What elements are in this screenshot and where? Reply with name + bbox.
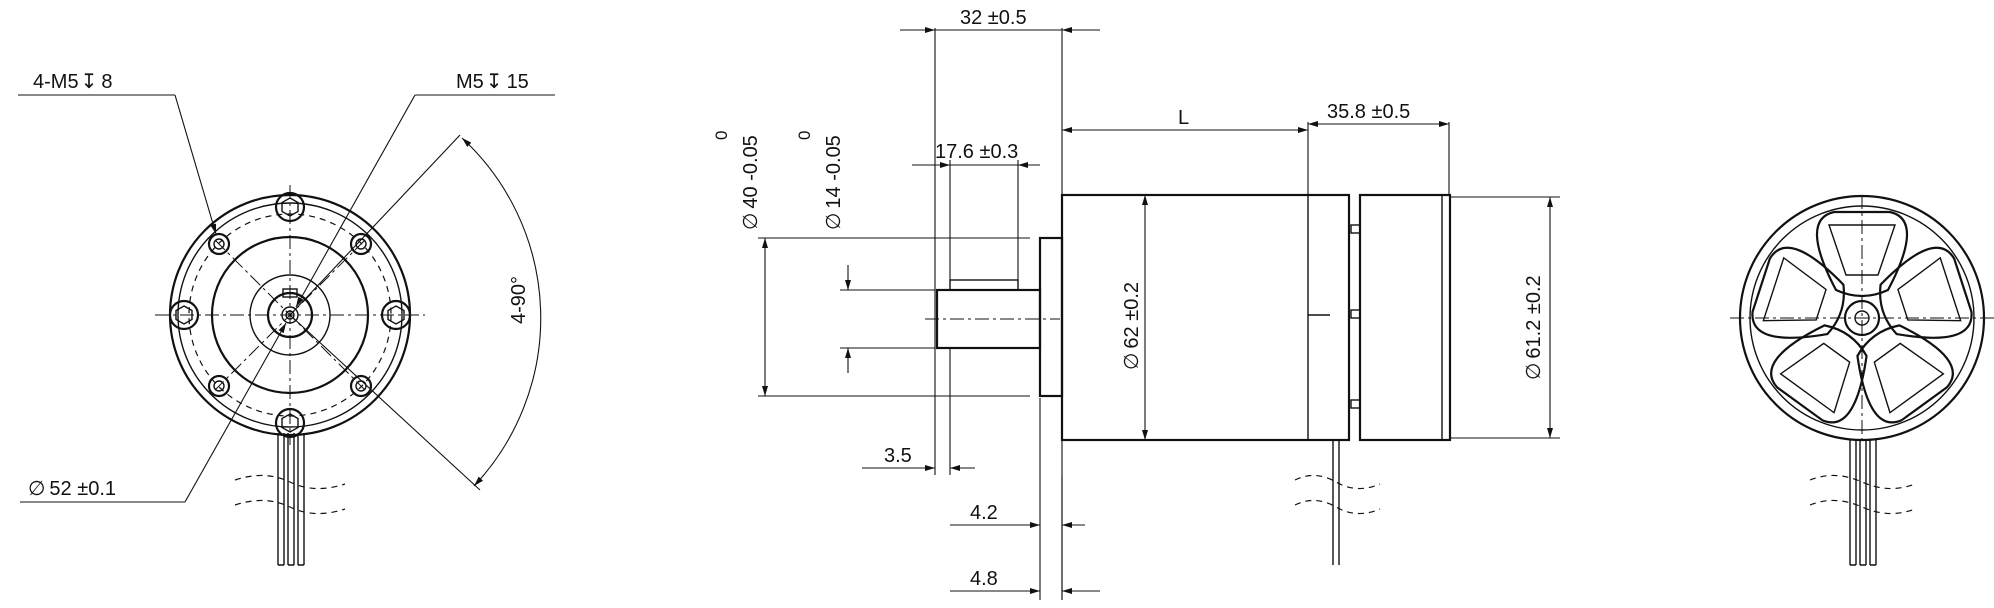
angle-extension-1 <box>289 134 461 316</box>
front-wires <box>234 433 346 566</box>
body-length-label: L <box>1178 107 1189 129</box>
leader-pitch-diameter <box>184 322 287 503</box>
svg-text:∅14 -0.05: ∅14 -0.05 <box>823 135 845 230</box>
svg-text:0: 0 <box>795 131 814 140</box>
front-hex-screws <box>168 191 412 439</box>
shaft-diameter-label: ∅14 -0.05 0 <box>795 131 845 230</box>
flange-length-label: 32 ±0.5 <box>960 7 1027 29</box>
rear-outer-ring <box>1738 194 1986 442</box>
flange-thickness-label: 4.8 <box>970 568 998 590</box>
angle-extension-2 <box>289 314 481 491</box>
front-tapped-holes <box>207 232 373 398</box>
side-motor-body <box>1060 193 1351 442</box>
tapped-holes-label: 4-M5↧8 <box>33 71 112 93</box>
front-pilot-circle <box>210 235 370 395</box>
side-clips <box>1350 224 1361 409</box>
front-center-thread-core <box>285 310 295 320</box>
side-wire-break-1 <box>1294 474 1381 490</box>
front-shaft <box>266 291 314 339</box>
front-pitch-circle <box>188 213 392 417</box>
center-thread-label: M5↧15 <box>456 71 529 93</box>
angle-label: 4-90° <box>508 276 530 324</box>
rear-hub-center <box>1854 310 1870 326</box>
front-view: 4-M5↧8 M5↧15 ∅52 ±0.1 4-90° <box>18 71 555 566</box>
end-cap-diameter-label: ∅61.2 ±0.2 <box>1523 275 1545 380</box>
pilot-diameter-label: ∅40 -0.05 0 <box>712 131 762 230</box>
svg-text:∅61.2 ±0.2: ∅61.2 ±0.2 <box>1523 275 1545 380</box>
key-length-label: 17.6 ±0.3 <box>935 141 1018 163</box>
svg-text:0: 0 <box>712 131 731 140</box>
pilot-depth-label: 4.2 <box>970 502 998 524</box>
side-view: 32 ±0.5 L 35.8 ±0.5 17.6 ±0.3 ∅40 -0.05 … <box>712 7 1560 600</box>
rear-wires <box>1809 440 1916 566</box>
side-pilot-flange <box>1038 236 1064 398</box>
svg-text:∅40 -0.05: ∅40 -0.05 <box>740 135 762 230</box>
front-center-thread <box>281 306 299 324</box>
rear-vents <box>1751 210 1973 424</box>
side-wire-break-2 <box>1294 499 1381 515</box>
body-diameter-label: ∅62 ±0.2 <box>1121 282 1143 370</box>
angle-arc <box>461 137 542 487</box>
front-flange-inner-edge <box>177 202 403 428</box>
front-shaft-key <box>282 288 298 298</box>
leader-center-thread <box>295 94 416 308</box>
end-cap-length-label: 35.8 ±0.5 <box>1327 101 1410 123</box>
front-hub-circle <box>249 274 331 356</box>
pitch-diameter-label: ∅52 ±0.1 <box>28 478 116 500</box>
side-shaft-key <box>949 279 1019 291</box>
svg-text:∅62 ±0.2: ∅62 ±0.2 <box>1121 282 1143 370</box>
side-end-cap <box>1358 193 1452 442</box>
rear-inner-ring <box>1749 205 1975 431</box>
rear-view <box>1730 194 1994 566</box>
leader-tapped-holes <box>174 94 217 235</box>
rear-hub <box>1843 299 1881 337</box>
shaft-offset-label: 3.5 <box>884 445 912 467</box>
